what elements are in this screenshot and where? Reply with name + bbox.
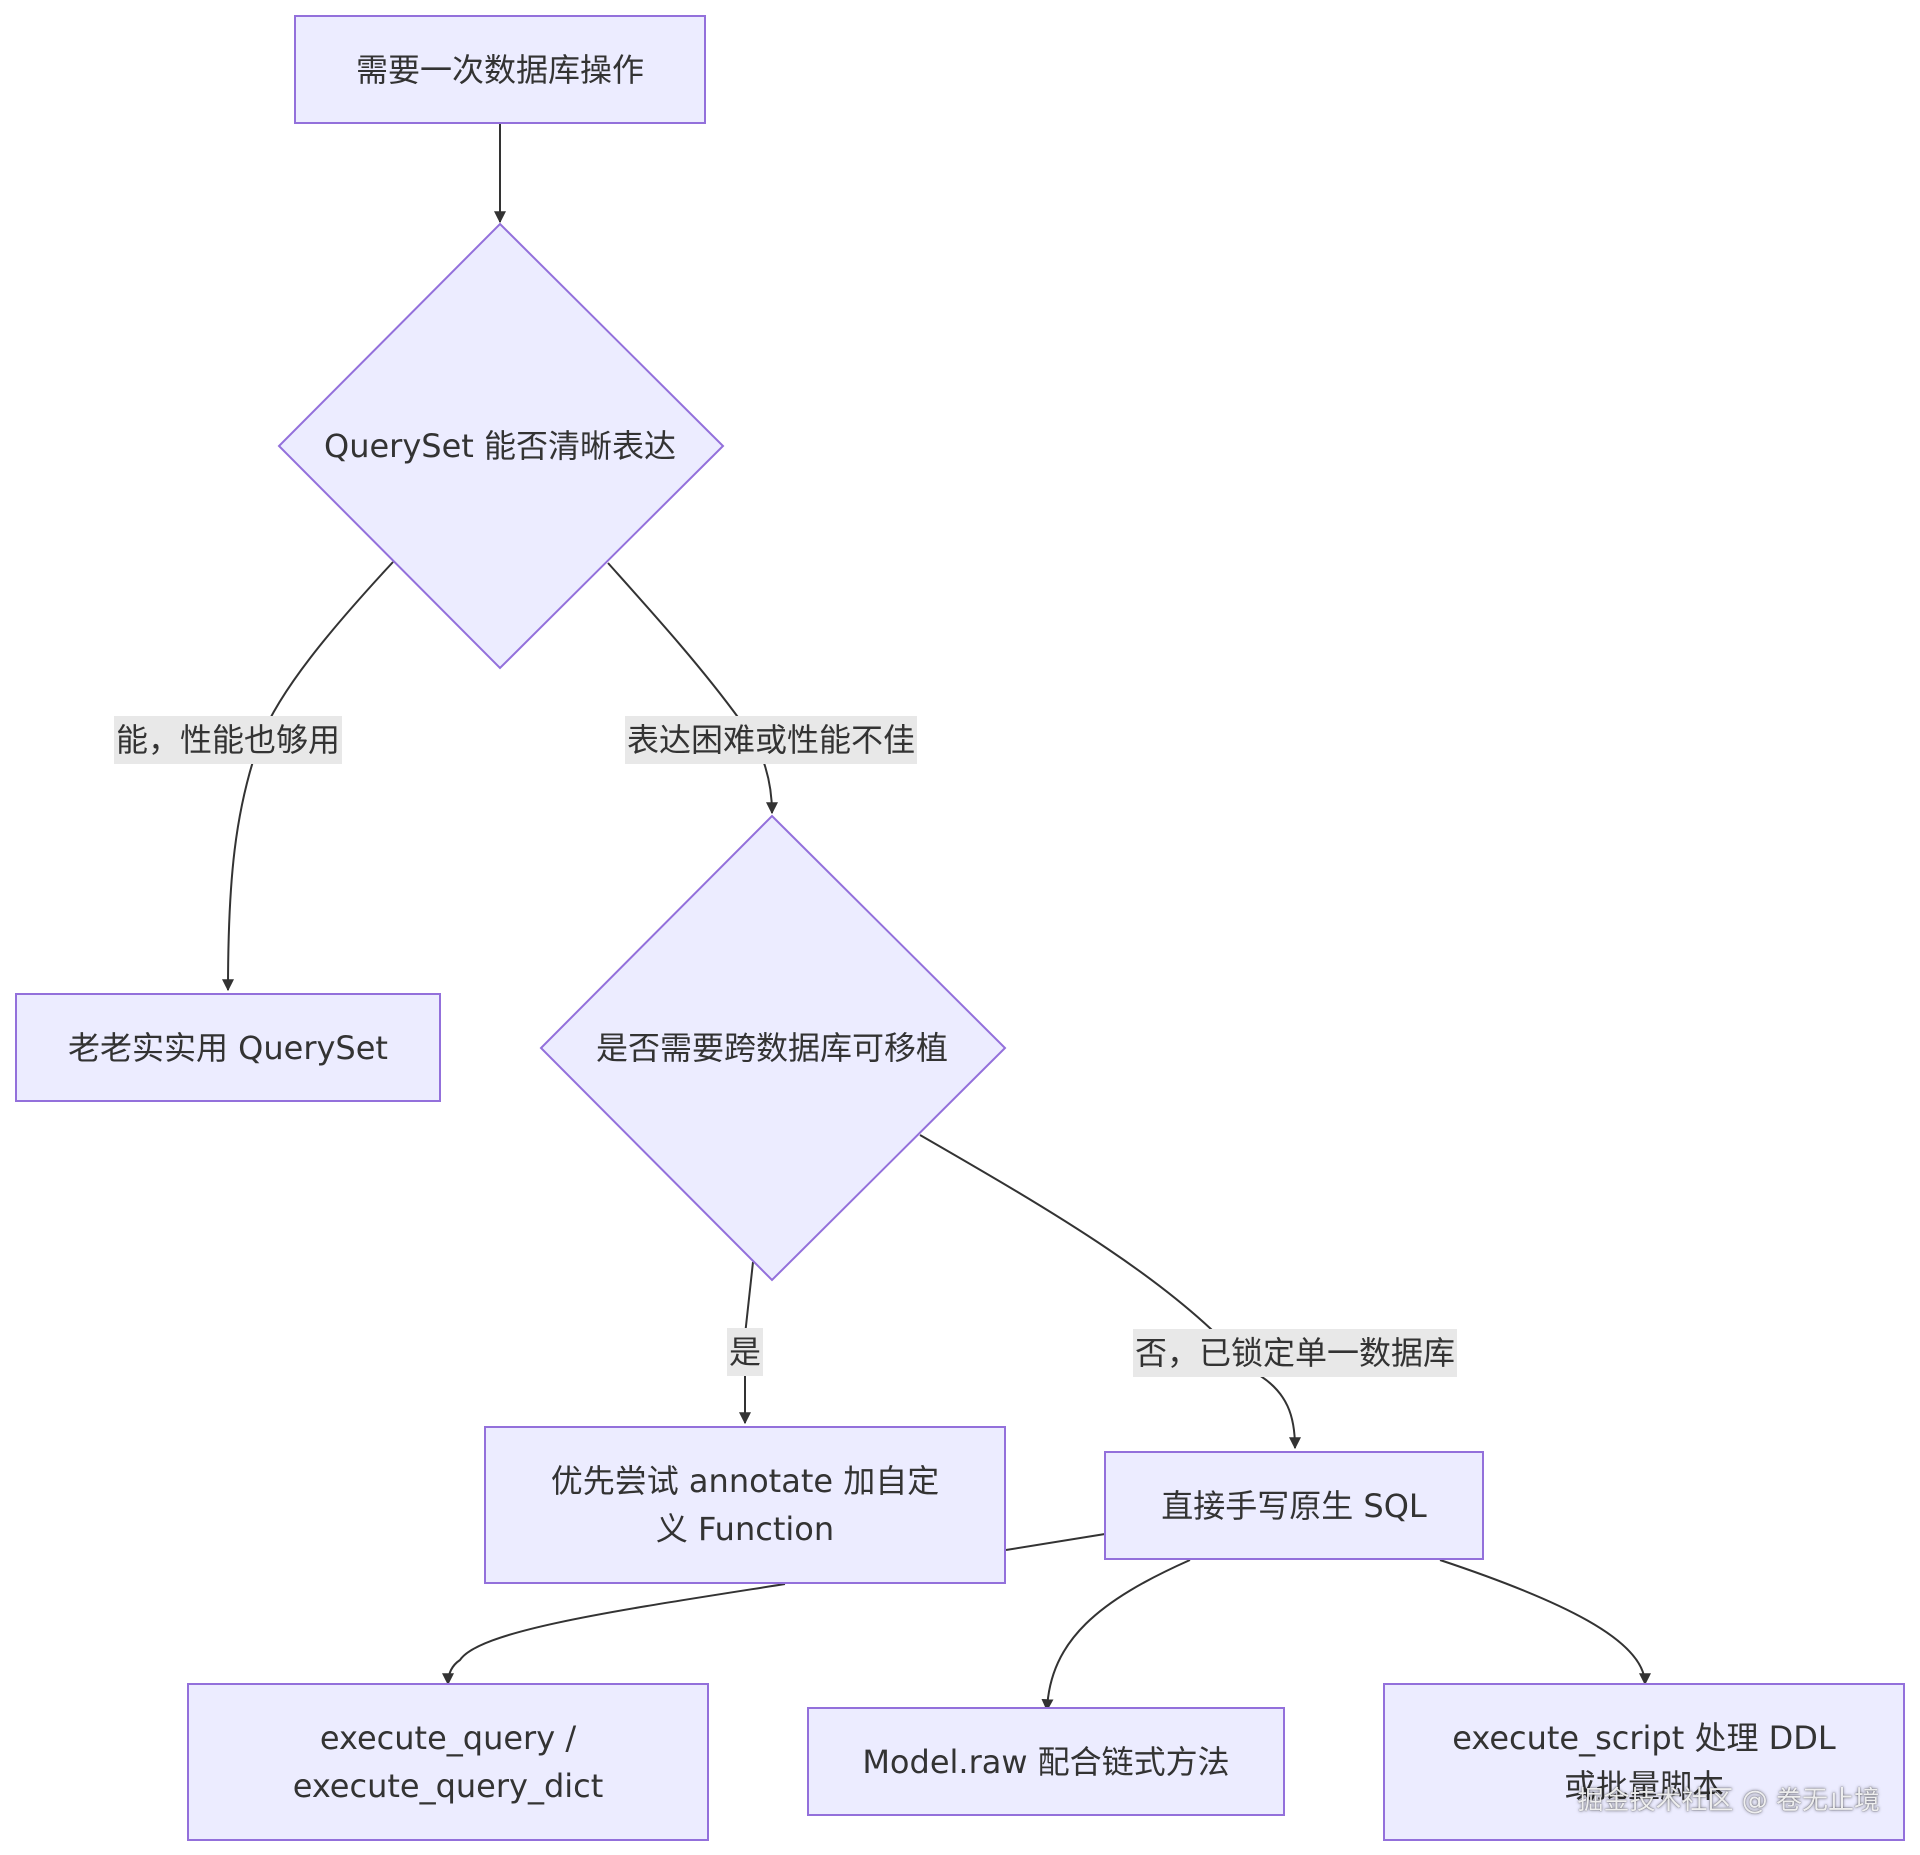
edge-raw-sql-to-annotate: [1005, 1533, 1106, 1551]
node-model-raw: Model.raw 配合链式方法: [862, 1742, 1230, 1781]
node-model-raw-box: [807, 1707, 1285, 1816]
edge-label-hard-or-slow: 表达困难或性能不佳: [624, 716, 918, 764]
node-start: 需要一次数据库操作: [355, 50, 644, 89]
edge-raw-sql-to-model-raw: [1041, 1559, 1191, 1712]
node-q-expressive: QuerySet 能否清晰表达: [324, 427, 676, 465]
node-use-queryset-box: [15, 993, 441, 1102]
edge-label-yes-performance: 能，性能也够用: [113, 716, 343, 764]
node-execute-query: execute_query / execute_query_dict: [292, 1719, 604, 1805]
node-annotate-box: [484, 1426, 1006, 1584]
edge-raw-sql-to-execute-script: [1439, 1559, 1651, 1686]
node-execute-script-box: [1383, 1683, 1905, 1841]
node-annotate: 优先尝试 annotate 加自定义 Function: [550, 1462, 940, 1548]
edge-label-yes: 是: [726, 1328, 764, 1376]
edge-label-no-single-db: 否，已锁定单一数据库: [1132, 1329, 1458, 1377]
node-execute-script: execute_script 处理 DDL 或批量脚本: [1452, 1719, 1836, 1805]
node-start-box: [294, 15, 706, 124]
node-q-expressive-diamond: [277, 222, 725, 670]
edge-q-expressive-to-q-portable: [607, 562, 778, 815]
node-q-portable-diamond: [539, 814, 1007, 1282]
edge-annotate-to-execute-query: [442, 1583, 786, 1686]
node-use-queryset: 老老实实用 QuerySet: [68, 1028, 388, 1067]
node-execute-query-box: [187, 1683, 709, 1841]
node-raw-sql-box: [1104, 1451, 1484, 1560]
edge-q-expressive-to-use-queryset: [222, 561, 394, 992]
node-raw-sql: 直接手写原生 SQL: [1161, 1486, 1427, 1525]
watermark: 掘金技术社区 @ 卷无止境: [1577, 1786, 1880, 1816]
edge-q-portable-to-raw-sql: [919, 1134, 1301, 1450]
node-q-portable: 是否需要跨数据库可移植: [595, 1029, 948, 1067]
